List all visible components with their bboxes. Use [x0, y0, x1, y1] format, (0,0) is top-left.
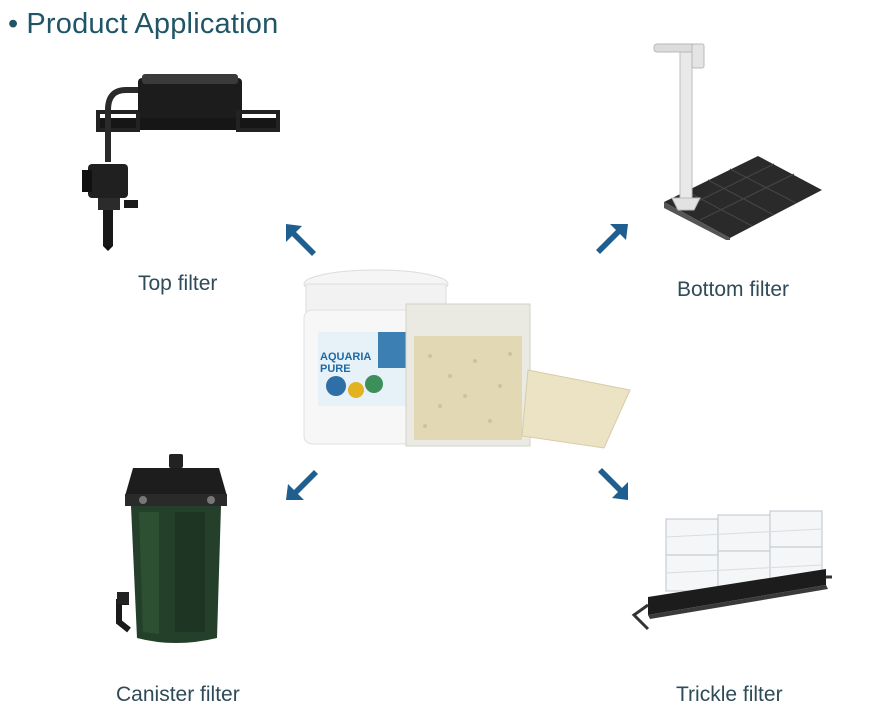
arrow-up-right-icon: [596, 224, 628, 254]
heading-text: Product Application: [26, 8, 279, 40]
heading-bullet: •: [8, 8, 19, 40]
filter-media-product-image: AQUARIA PURE: [303, 269, 631, 449]
top-filter-image: [82, 74, 280, 251]
jar-brand-text: AQUARIA: [320, 351, 371, 363]
trickle-filter-image: [631, 510, 832, 631]
arrow-down-right-icon: [598, 468, 628, 500]
arrow-up-left-icon: [286, 224, 316, 256]
label-canister-filter: Canister filter: [116, 683, 240, 706]
label-bottom-filter: Bottom filter: [677, 278, 790, 301]
section-heading: •Product Application: [8, 8, 278, 41]
label-top-filter: Top filter: [138, 272, 218, 295]
canister-filter-image: [116, 454, 227, 643]
arrow-down-left-icon: [286, 470, 318, 500]
jar-name-text: PURE: [320, 363, 351, 375]
bottom-filter-image: [653, 43, 822, 240]
label-trickle-filter: Trickle filter: [676, 683, 783, 706]
